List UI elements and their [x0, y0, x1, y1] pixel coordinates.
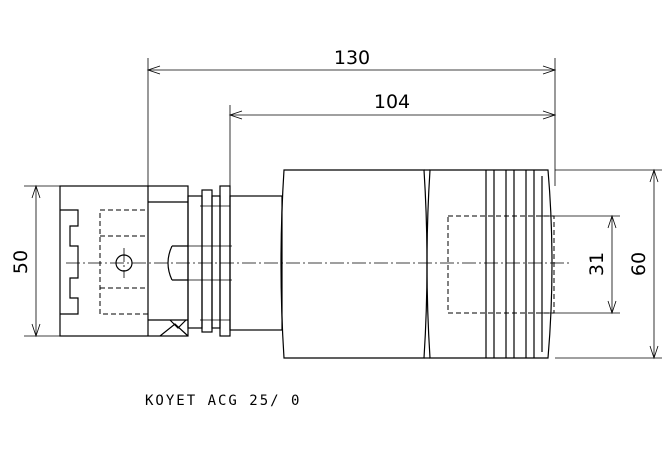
dimension-130: 130: [146, 47, 557, 186]
dimension-60: 60: [555, 168, 662, 360]
neck-section: [167, 185, 232, 337]
dimension-31: 31: [540, 214, 620, 315]
flange-head: [59, 185, 189, 337]
dimension-104-label: 104: [374, 91, 410, 113]
drawing-caption: KOYET ACG 25/ 0: [145, 393, 301, 409]
dimension-104: 104: [228, 91, 557, 186]
main-body: [280, 169, 555, 359]
dimension-60-label: 60: [628, 252, 650, 276]
dimension-50-label: 50: [10, 250, 32, 274]
dimension-130-label: 130: [334, 47, 370, 69]
dimension-31-label: 31: [586, 252, 608, 276]
